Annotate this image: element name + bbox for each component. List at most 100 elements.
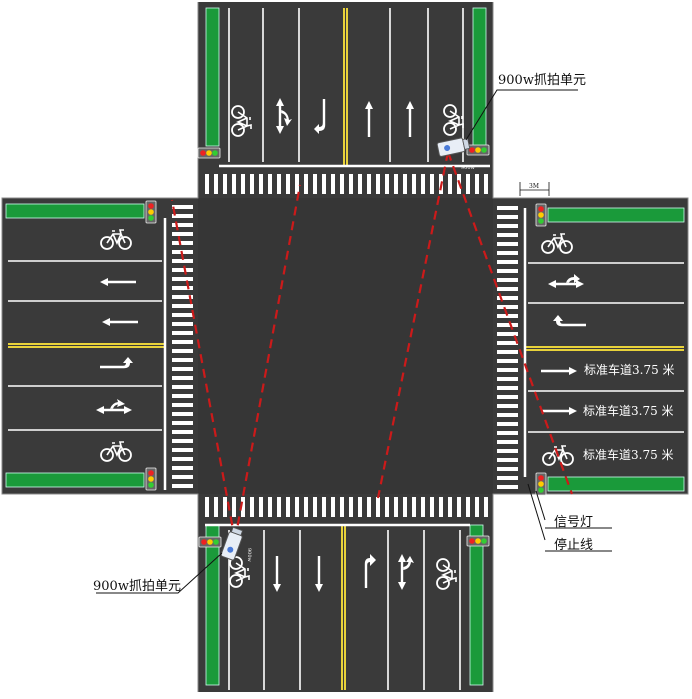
arrow-icon — [276, 98, 292, 134]
crosswalk-stripe — [497, 224, 518, 228]
crosswalk-stripe — [172, 268, 193, 272]
green-belt — [5, 472, 145, 488]
camera-tag: 900w — [461, 165, 476, 171]
arrow-icon — [96, 399, 132, 414]
crosswalk-stripe — [172, 466, 193, 470]
crosswalk-stripe — [497, 449, 518, 453]
intersection-center — [198, 198, 493, 494]
crosswalk-stripe — [497, 431, 518, 435]
width-marker-label: 3M — [529, 183, 539, 190]
traffic-light-icon — [466, 535, 490, 547]
green-belt — [469, 524, 484, 686]
crosswalk-stripe — [367, 174, 371, 194]
crosswalk-stripe — [497, 260, 518, 264]
crosswalk-stripe — [172, 241, 193, 245]
crosswalk-stripe — [172, 457, 193, 461]
crosswalk-stripe — [497, 404, 518, 408]
crosswalk-stripe — [172, 205, 193, 209]
crosswalk-stripe — [214, 497, 218, 517]
arrow-icon — [364, 554, 376, 588]
crosswalk-stripe — [205, 174, 209, 194]
camera-sight-lines — [170, 151, 574, 541]
crosswalk-stripe — [497, 467, 518, 471]
crosswalk-stripe — [172, 430, 193, 434]
crosswalk-stripe — [497, 233, 518, 237]
crosswalk-stripe — [286, 174, 290, 194]
crosswalk-stripe — [172, 295, 193, 299]
crosswalk-stripe — [172, 385, 193, 389]
crosswalk-stripe — [172, 331, 193, 335]
crosswalk-stripe — [497, 368, 518, 372]
crosswalk-stripe — [172, 304, 193, 308]
crosswalk-stripe — [367, 497, 371, 517]
crosswalk-stripe — [497, 278, 518, 282]
traffic-light-icon — [145, 467, 157, 491]
crosswalk-stripe — [403, 174, 407, 194]
crosswalk-stripe — [497, 323, 518, 327]
crosswalk-stripe — [172, 448, 193, 452]
crosswalk-stripe — [358, 174, 362, 194]
crosswalk-stripe — [385, 497, 389, 517]
crosswalk-north — [205, 174, 488, 194]
crosswalk-stripe — [497, 413, 518, 417]
crosswalk-stripe — [268, 174, 272, 194]
crosswalk-stripe — [497, 476, 518, 480]
signal-light-label: 信号灯 — [554, 515, 593, 530]
crosswalk-stripe — [172, 340, 193, 344]
traffic-light-icon — [535, 203, 547, 227]
green-belt — [547, 207, 685, 223]
crosswalk-stripe — [497, 206, 518, 210]
crosswalk-stripe — [172, 484, 193, 488]
crosswalk-stripe — [172, 403, 193, 407]
lane-lines-north — [228, 8, 464, 162]
camera-icon — [220, 526, 244, 561]
crosswalk-stripe — [421, 174, 425, 194]
stop-line-label: 停止线 — [554, 537, 593, 553]
crosswalk-stripe — [277, 174, 281, 194]
camera-tag: 900w — [246, 548, 252, 563]
crosswalk-stripe — [331, 497, 335, 517]
lane-label: 标准车道3.75 米 — [583, 403, 674, 418]
crosswalk-stripe — [497, 386, 518, 390]
crosswalk-stripe — [475, 497, 479, 517]
crosswalk-stripe — [497, 287, 518, 291]
crosswalk-stripe — [412, 174, 416, 194]
crosswalk-stripe — [223, 174, 227, 194]
crosswalk-stripe — [497, 341, 518, 345]
crosswalk-stripe — [358, 497, 362, 517]
crosswalk-stripe — [394, 497, 398, 517]
crosswalk-stripe — [497, 359, 518, 363]
crosswalk-stripe — [497, 305, 518, 309]
crosswalk-stripe — [250, 174, 254, 194]
crosswalk-stripe — [340, 497, 344, 517]
crosswalk-stripe — [277, 497, 281, 517]
crosswalk-stripe — [497, 251, 518, 255]
crosswalk-stripe — [241, 174, 245, 194]
crosswalk-stripe — [286, 497, 290, 517]
arrow-icon — [398, 554, 414, 590]
crosswalk-stripe — [172, 259, 193, 263]
crosswalk-stripe — [172, 286, 193, 290]
traffic-light-icon — [197, 147, 221, 159]
crosswalk-stripe — [172, 214, 193, 218]
green-belt — [205, 7, 220, 147]
crosswalk-stripe — [497, 215, 518, 219]
crosswalk-stripe — [484, 497, 488, 517]
crosswalk-stripe — [497, 395, 518, 399]
crosswalk-stripe — [497, 485, 518, 489]
crosswalk-stripe — [172, 367, 193, 371]
crosswalk-stripe — [259, 497, 263, 517]
crosswalk-stripe — [172, 475, 193, 479]
crosswalk-stripe — [497, 332, 518, 336]
crosswalk-stripe — [466, 497, 470, 517]
crosswalk-stripe — [448, 174, 452, 194]
traffic-light-icon — [466, 144, 490, 156]
crosswalk-stripe — [172, 313, 193, 317]
lane-label: 标准车道3.75 米 — [583, 447, 674, 462]
crosswalk-stripe — [340, 174, 344, 194]
crosswalk-stripe — [295, 497, 299, 517]
crosswalk-stripe — [376, 497, 380, 517]
crosswalk-stripe — [232, 497, 236, 517]
